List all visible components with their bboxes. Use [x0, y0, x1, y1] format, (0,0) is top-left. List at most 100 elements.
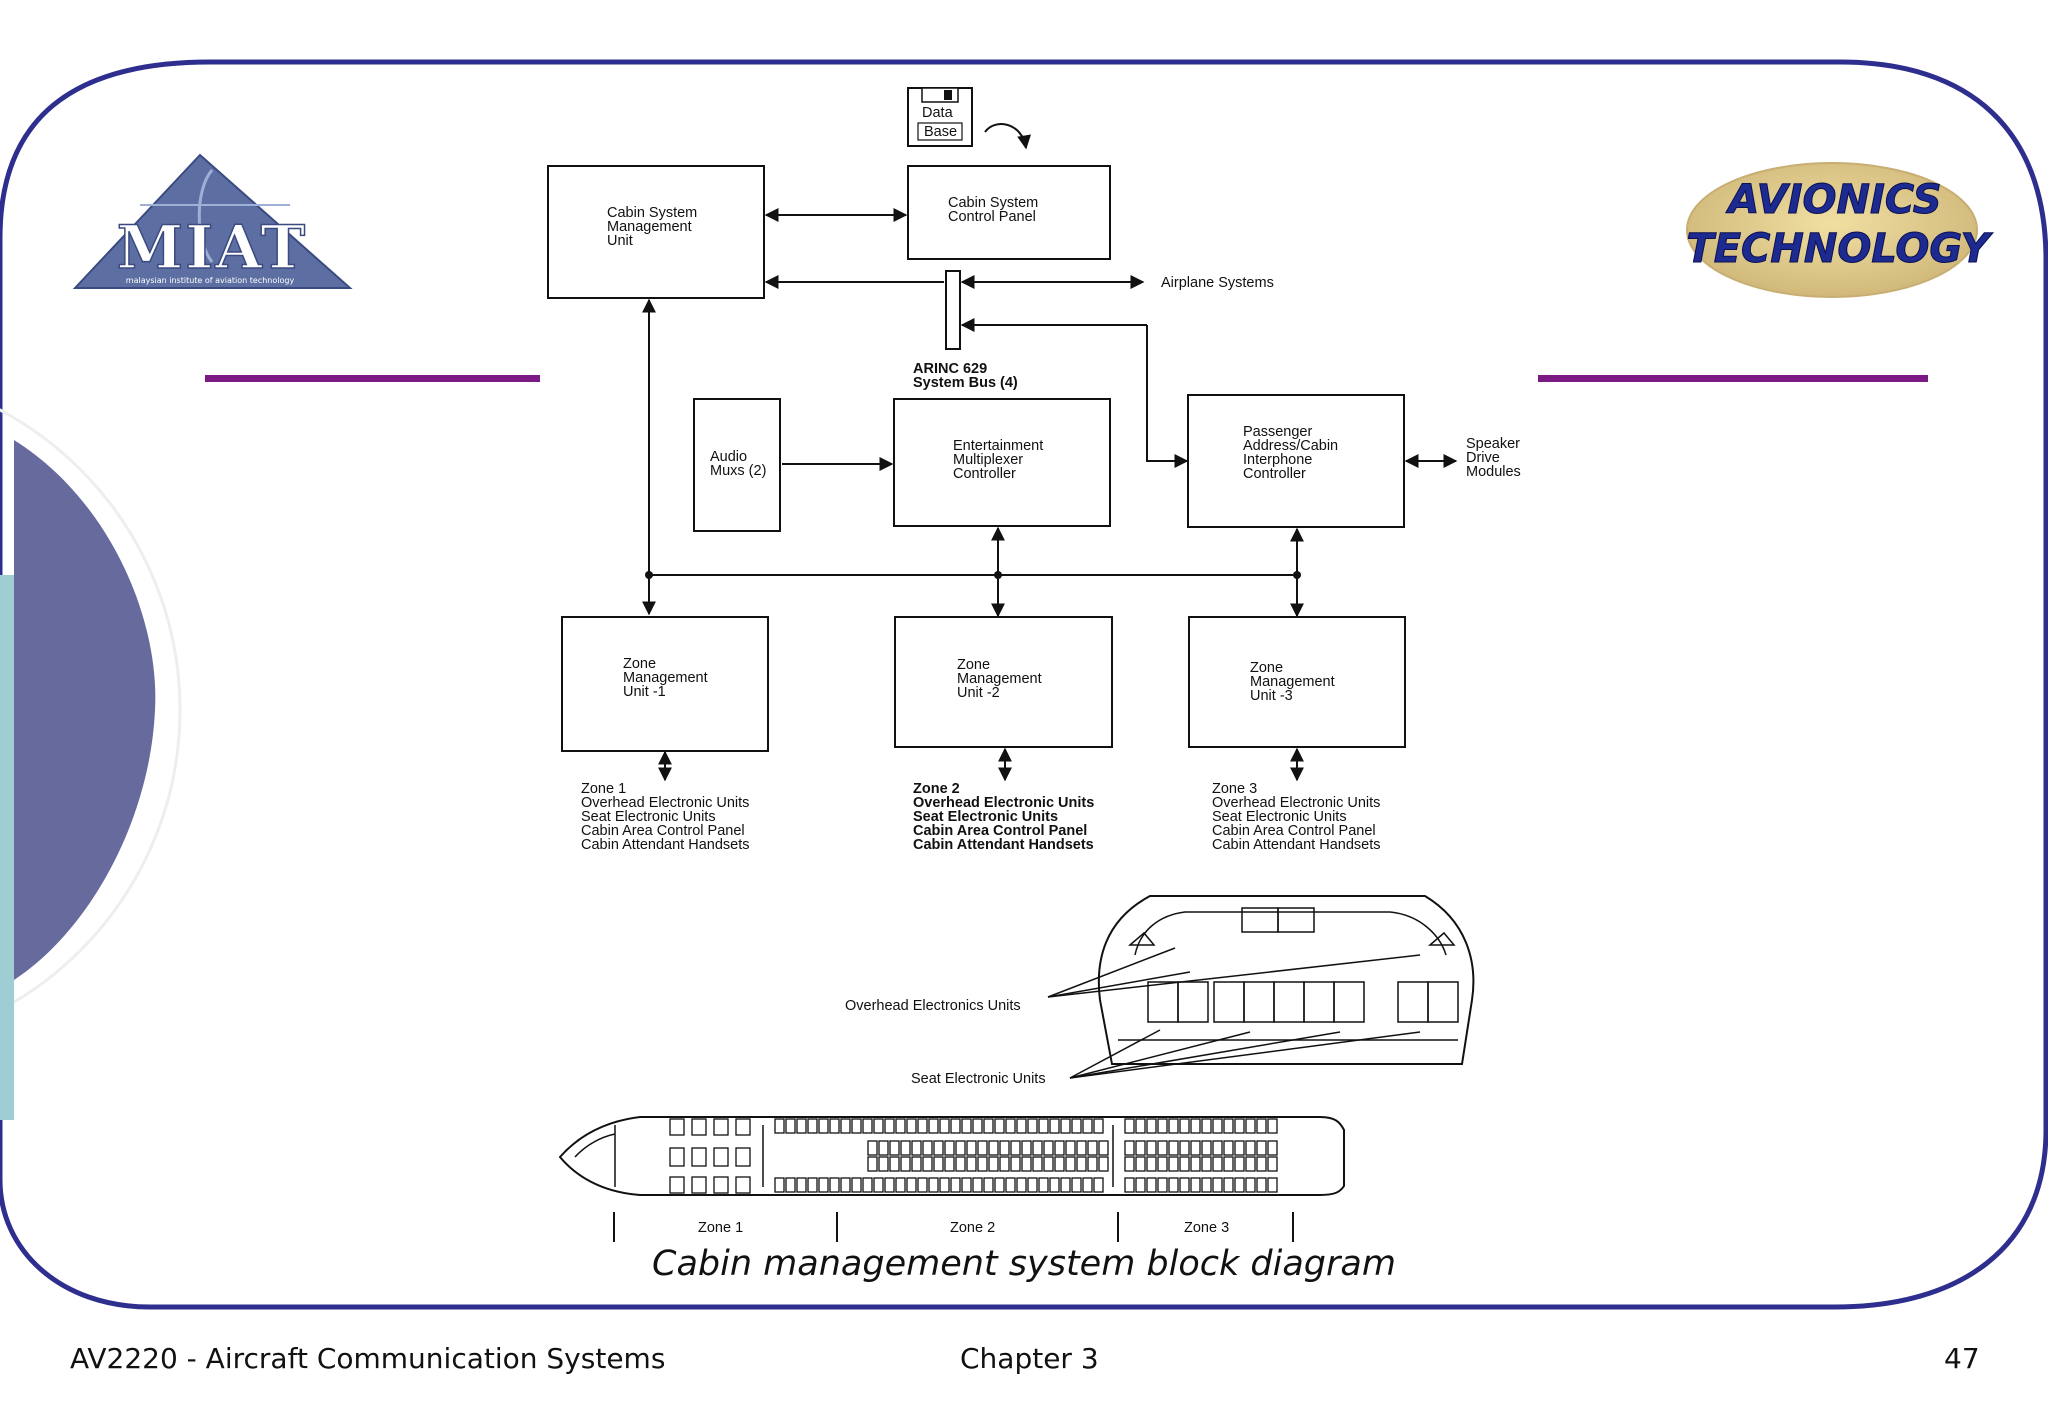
seat-mark — [1245, 1140, 1256, 1156]
badge-line2: TECHNOLOGY — [1686, 226, 1993, 272]
logo-letters: MIAT — [117, 213, 307, 283]
seat-mark — [807, 1118, 818, 1134]
cross-section-seats — [1147, 981, 1459, 1023]
seat-mark — [1076, 1140, 1087, 1156]
seat-mark — [1168, 1156, 1179, 1172]
seat-mark — [691, 1176, 707, 1194]
seat-mark — [966, 1156, 977, 1172]
seat-mark — [818, 1177, 829, 1193]
pa-label-4: Controller — [1243, 466, 1306, 482]
emc-label-1: Entertainment — [953, 438, 1043, 454]
slide-frame — [0, 59, 2048, 1310]
database-curved-arrow — [984, 123, 1031, 150]
seat-mark — [1245, 1156, 1256, 1172]
zone1-list-item: Seat Electronic Units — [581, 809, 716, 825]
seat-mark — [911, 1140, 922, 1156]
seat-mark — [829, 1177, 840, 1193]
seat-mark — [1146, 1177, 1157, 1193]
zmu3-label-2: Management — [1250, 674, 1335, 690]
seat-mark — [1124, 1118, 1135, 1134]
arinc-bus-bar — [945, 270, 961, 350]
seat-mark — [1179, 1118, 1190, 1134]
seat-mark — [983, 1118, 994, 1134]
header-line-left — [205, 375, 540, 382]
seat-mark — [1157, 1156, 1168, 1172]
seat-mark — [669, 1118, 685, 1136]
zmu3-box — [1188, 616, 1406, 748]
seat-mark — [1016, 1118, 1027, 1134]
seat-mark — [1010, 1156, 1021, 1172]
footer-course: AV2220 - Aircraft Communication Systems — [70, 1342, 666, 1375]
seat-mark — [1223, 1140, 1234, 1156]
cabin-cross-section: Overhead Electronics Units Seat Electron… — [845, 895, 1475, 1087]
zone-marker-3: Zone 3 — [1184, 1220, 1229, 1236]
seat-mark — [862, 1177, 873, 1193]
seat-mark — [1054, 1156, 1065, 1172]
seat-mark — [988, 1140, 999, 1156]
seat-mark — [1082, 1177, 1093, 1193]
seat-mark — [1267, 1140, 1278, 1156]
seat-mark — [1146, 1140, 1157, 1156]
seat-mark — [691, 1118, 707, 1136]
seat-mark — [1087, 1156, 1098, 1172]
arinc-label-2: System Bus (4) — [913, 375, 1018, 391]
seat-mark — [1087, 1140, 1098, 1156]
avionics-badge: AVIONICS TECHNOLOGY — [1686, 162, 1994, 298]
csmu-box — [547, 165, 765, 299]
seat-mark — [1005, 1118, 1016, 1134]
zone1-list-title: Zone 1 — [581, 781, 626, 797]
emc-label-3: Controller — [953, 466, 1016, 482]
seat-mark — [1043, 1156, 1054, 1172]
seat-mark — [1065, 1140, 1076, 1156]
seat-mark — [774, 1177, 785, 1193]
seat-mark — [1027, 1118, 1038, 1134]
seat-mark — [884, 1177, 895, 1193]
seat-mark — [1179, 1177, 1190, 1193]
seat-mark — [922, 1156, 933, 1172]
seat-mark — [1021, 1140, 1032, 1156]
junction-1 — [645, 571, 653, 579]
zone2-list-item: Cabin Area Control Panel — [913, 823, 1087, 839]
seat-mark — [1021, 1156, 1032, 1172]
zone-markers: Zone 1 Zone 2 Zone 3 — [613, 1212, 1294, 1242]
seat-mark — [785, 1177, 796, 1193]
database-icon: Data Base — [907, 87, 973, 147]
seat-mark — [955, 1156, 966, 1172]
zone2-list-item: Cabin Attendant Handsets — [913, 837, 1094, 853]
seat-mark — [933, 1140, 944, 1156]
seat-mark — [1065, 1156, 1076, 1172]
seat-mark — [1135, 1177, 1146, 1193]
seat-mark — [878, 1156, 889, 1172]
seat-mark — [955, 1140, 966, 1156]
seat-mark — [1212, 1118, 1223, 1134]
seat-mark — [906, 1177, 917, 1193]
seat-mark — [851, 1118, 862, 1134]
seat-mark — [1124, 1156, 1135, 1172]
seat-mark — [807, 1177, 818, 1193]
zmu1-label-1: Zone — [623, 656, 656, 672]
seat-mark — [1098, 1156, 1109, 1172]
seat-mark — [1082, 1118, 1093, 1134]
zmu2-label-3: Unit -2 — [957, 685, 1000, 701]
overhead-units-label: Overhead Electronics Units — [845, 998, 1021, 1014]
zone3-list-item: Cabin Area Control Panel — [1212, 823, 1376, 839]
pa-label-3: Interphone — [1243, 452, 1312, 468]
seat-mark — [735, 1176, 751, 1194]
seat-mark — [1060, 1177, 1071, 1193]
seat-mark — [1124, 1177, 1135, 1193]
seat-units-label: Seat Electronic Units — [911, 1071, 1046, 1087]
seat-mark — [994, 1118, 1005, 1134]
seat-mark — [917, 1118, 928, 1134]
seat-mark — [1168, 1118, 1179, 1134]
seat-mark — [735, 1118, 751, 1136]
seat-mark — [1234, 1140, 1245, 1156]
seat-mark — [1135, 1140, 1146, 1156]
seat-mark — [1190, 1156, 1201, 1172]
zone2-list-item: Seat Electronic Units — [913, 809, 1058, 825]
seat-mark — [928, 1118, 939, 1134]
zmu1-label-2: Management — [623, 670, 708, 686]
seat-mark — [999, 1156, 1010, 1172]
audio-label-2: Muxs (2) — [710, 463, 766, 479]
seat-mark — [972, 1177, 983, 1193]
